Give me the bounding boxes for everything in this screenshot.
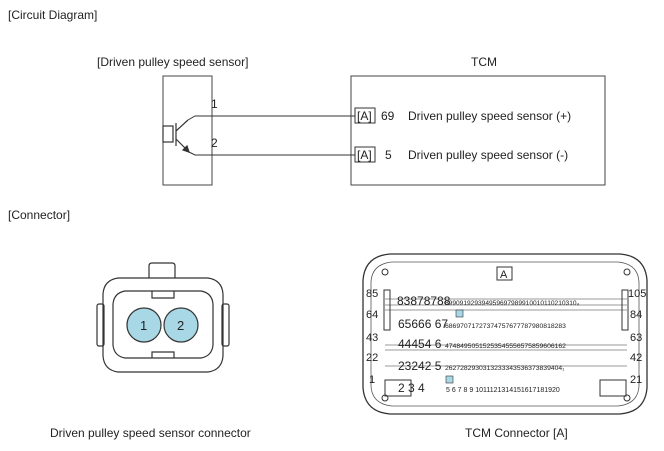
wire-1	[187, 115, 355, 121]
circuit-diagram: 1 2 [A] 69 Driven pulley speed sensor (+…	[162, 75, 606, 186]
connector-section-title: [Connector]	[8, 208, 71, 222]
tcm-label: TCM	[471, 55, 497, 69]
sensor-pin-1	[126, 307, 162, 343]
tcm-row5-right: 21	[630, 374, 642, 386]
sensor-pin-2-label: 2	[177, 318, 184, 333]
tcm-row1-small: 899091929394959697989910010110210310₄	[445, 300, 580, 307]
wire-2	[188, 151, 355, 156]
tcm-row1-left: 85	[366, 288, 378, 300]
transistor-icon	[162, 119, 190, 153]
wire-2-pin-label: 2	[211, 136, 218, 150]
pin-a-conn-label: [A]	[357, 109, 372, 123]
tcm-row3-small: 47484950515253545556575859606162	[445, 343, 566, 350]
pin-b-conn-label: [A]	[357, 148, 372, 162]
pin-a-desc: Driven pulley speed sensor (+)	[408, 109, 571, 123]
tcm-row3-big: 44454 6	[398, 337, 442, 351]
tcm-row2-big: 65666 67	[398, 317, 448, 331]
tcm-pin-5-highlight	[445, 375, 454, 384]
tcm-row4-left: 22	[366, 352, 378, 364]
tcm-row4-small: 2627282930313233343536373839404₁	[445, 365, 565, 372]
sensor-connector-caption: Driven pulley speed sensor connector	[50, 426, 251, 440]
tcm-row1-big: 83878788	[397, 294, 451, 308]
pin-b-connector-box	[354, 146, 376, 163]
tcm-row5-left: 1	[369, 374, 375, 386]
tcm-row4-right: 42	[630, 352, 642, 364]
sensor-connector	[96, 262, 230, 373]
pin-a-connector-box	[354, 107, 376, 124]
tcm-row3-left: 43	[366, 332, 378, 344]
tcm-box	[350, 75, 606, 186]
tcm-row5-big: 2 3 4	[398, 381, 425, 395]
pin-b-number: 5	[385, 148, 392, 162]
sensor-pin-1-label: 1	[140, 318, 147, 333]
tcm-row4-big: 23242 5	[398, 359, 442, 373]
tcm-row1-right: 105	[628, 288, 646, 300]
sensor-label: [Driven pulley speed sensor]	[97, 55, 249, 69]
tcm-pin-69-highlight	[455, 309, 464, 318]
tcm-row2-left: 64	[366, 309, 378, 321]
tcm-row3-right: 63	[630, 332, 642, 344]
tcm-badge: A	[500, 269, 508, 281]
tcm-badge-box	[496, 266, 513, 281]
tcm-row2-small: 68697071727374757677787980818283	[445, 323, 566, 330]
wire-1-pin-label: 1	[211, 97, 218, 111]
sensor-pin-2	[163, 307, 199, 343]
tcm-connector-caption: TCM Connector [A]	[465, 426, 568, 440]
pin-b-desc: Driven pulley speed sensor (-)	[408, 148, 568, 162]
pin-a-number: 69	[381, 109, 395, 123]
tcm-row5-small: 5 6 7 8 9 1011121314151617181920	[446, 387, 560, 394]
tcm-connector: A 85 105 64 84 43 63 22 42 1 21	[362, 253, 648, 415]
tcm-row2-right: 84	[630, 309, 642, 321]
circuit-diagram-title: [Circuit Diagram]	[8, 8, 98, 22]
